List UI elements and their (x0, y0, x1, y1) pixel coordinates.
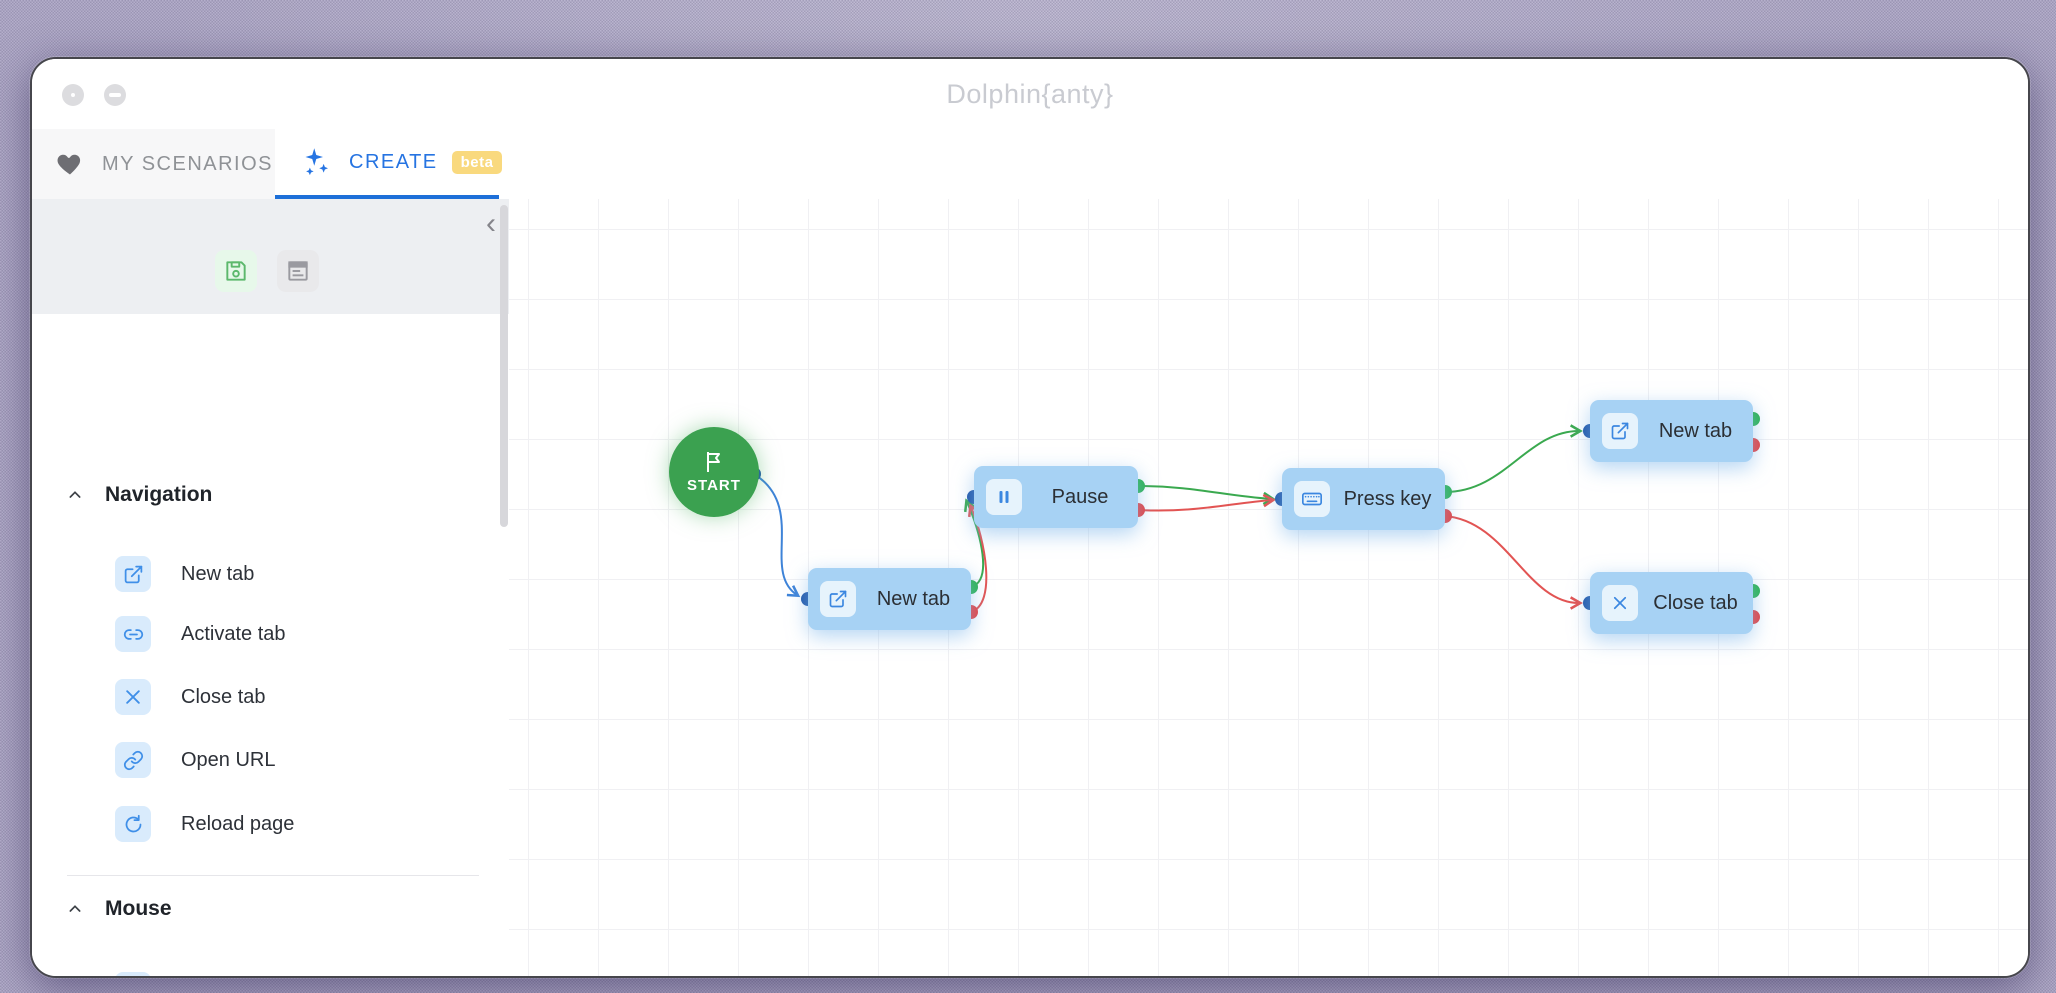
node-pause[interactable]: Pause (974, 466, 1138, 528)
flag-icon (707, 452, 720, 472)
sidebar-item-label: Activate tab (181, 622, 286, 645)
node-label: New tab (1658, 419, 1733, 442)
sidebar-item-reload-page[interactable]: Reload page (32, 804, 294, 844)
sidebar-item-label: Open URL (181, 748, 276, 771)
collapse-sidebar-button[interactable]: ‹ (486, 207, 496, 240)
tab-my-scenarios[interactable]: MY SCENARIOS (32, 129, 275, 199)
sidebar-item-new-tab[interactable]: New tab (32, 554, 254, 594)
edge-pause-success-to-presskey[interactable] (1137, 485, 1276, 506)
sparkles-icon (303, 147, 333, 177)
app-window: Dolphin{anty} MY SCENARIOS (30, 57, 2030, 978)
node-start[interactable]: START (669, 427, 759, 517)
node-new-tab-1[interactable]: New tab (808, 568, 971, 630)
section-mouse[interactable]: Mouse (32, 897, 172, 921)
tab-create[interactable]: CREATE beta (275, 129, 503, 199)
node-label: New tab (876, 587, 951, 610)
edge-presskey-error-to-closetab[interactable] (1444, 515, 1583, 610)
chevron-up-icon (69, 491, 81, 498)
section-navigation[interactable]: Navigation (32, 483, 212, 507)
sidebar-item-activate-tab[interactable]: Activate tab (32, 614, 286, 654)
chevron-up-icon (69, 905, 81, 912)
node-label: Close tab (1653, 591, 1738, 614)
node-label: Press key (1343, 487, 1432, 510)
click-icon (115, 972, 151, 976)
sidebar-item-label: Reload page (181, 812, 295, 835)
sidebar-toolbar (32, 199, 509, 314)
window-close-button[interactable] (62, 84, 84, 106)
sidebar-item-close-tab[interactable]: Close tab (32, 677, 266, 717)
pause-icon (986, 479, 1022, 515)
sidebar-scrollbar[interactable] (500, 205, 508, 527)
new-tab-icon (115, 556, 151, 592)
close-tab-icon (1602, 585, 1638, 621)
sidebar-item-click[interactable]: Click (32, 970, 224, 976)
new-tab-icon (820, 581, 856, 617)
close-glyph (71, 93, 75, 97)
window-minimize-button[interactable] (104, 84, 126, 106)
flow-canvas[interactable]: START New tab Pause (509, 199, 2028, 976)
node-close-tab[interactable]: Close tab (1590, 572, 1753, 634)
edge-start-to-newtab1[interactable] (753, 473, 801, 598)
save-icon (226, 261, 246, 281)
node-press-key[interactable]: Press key (1282, 468, 1445, 530)
sidebar-item-open-url[interactable]: Open URL (32, 740, 276, 780)
section-title: Mouse (105, 897, 172, 920)
node-new-tab-2[interactable]: New tab (1590, 400, 1753, 462)
window-title: Dolphin{anty} (946, 79, 1114, 109)
heart-icon (56, 150, 84, 178)
flow-edges (747, 412, 1760, 624)
titlebar: Dolphin{anty} (32, 59, 2028, 130)
edge-presskey-success-to-newtab2[interactable] (1444, 424, 1583, 493)
minimize-glyph (109, 93, 121, 97)
new-tab-icon (1602, 413, 1638, 449)
section-title: Navigation (105, 483, 213, 506)
section-divider (67, 875, 479, 876)
node-label: START (687, 477, 741, 494)
actions-sidebar: ‹ Navigation New tab (32, 199, 509, 976)
open-url-icon (115, 742, 151, 778)
close-tab-icon (115, 679, 151, 715)
save-scenario-button[interactable] (215, 250, 257, 292)
edge-pause-error-to-presskey[interactable] (1137, 493, 1276, 512)
node-label: Pause (1051, 485, 1109, 508)
activate-tab-icon (115, 616, 151, 652)
beta-badge: beta (451, 150, 503, 174)
form-icon (288, 261, 308, 281)
form-view-button[interactable] (277, 250, 319, 292)
sidebar-item-label: Close tab (181, 685, 266, 708)
tab-my-scenarios-label: MY SCENARIOS (102, 152, 273, 175)
tab-create-label: CREATE (349, 150, 438, 173)
reload-page-icon (115, 806, 151, 842)
tab-bar: MY SCENARIOS CREATE beta (32, 129, 2028, 263)
sidebar-item-label: New tab (181, 562, 255, 585)
keyboard-icon (1294, 481, 1330, 517)
